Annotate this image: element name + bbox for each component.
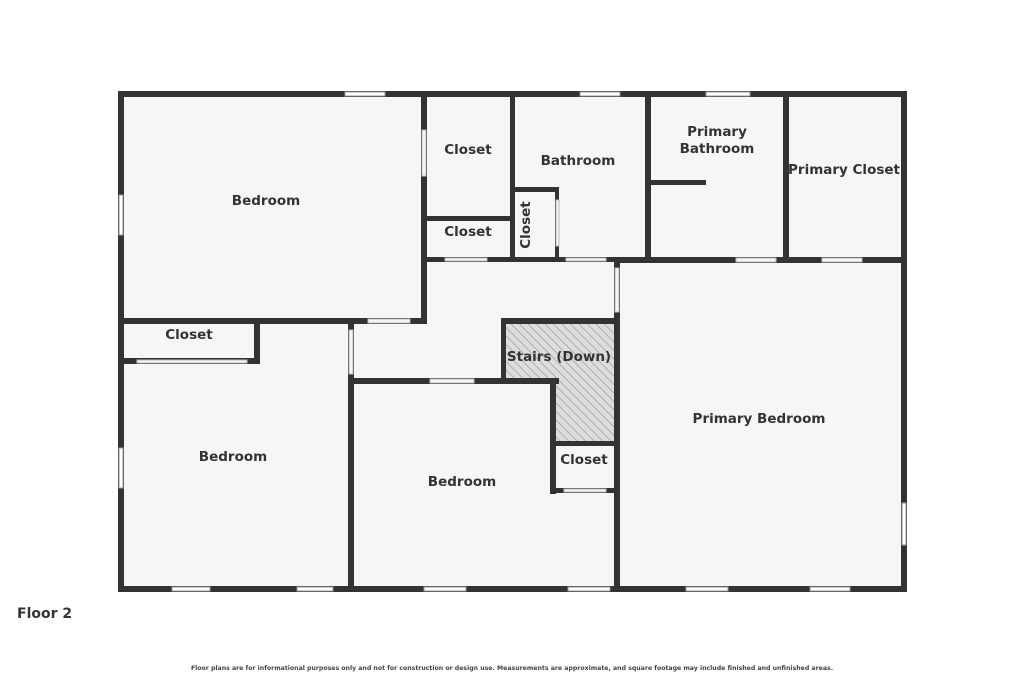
- room-label-closet-mid: Closet: [560, 452, 608, 468]
- room-label-bedroom-sw: Bedroom: [199, 449, 267, 465]
- room-label-closet-top: Closet: [444, 142, 492, 158]
- room-label-primary-closet: Primary Closet: [788, 162, 901, 178]
- room-label-bedroom-mid: Bedroom: [428, 474, 496, 490]
- room-label-closet-small: Closet: [444, 224, 492, 240]
- room-label-primary-bedroom: Primary Bedroom: [693, 411, 826, 427]
- room-label-primary-bathroom-line1: Primary: [687, 124, 747, 140]
- stairs-area: [505, 322, 614, 444]
- room-label-bathroom: Bathroom: [541, 153, 616, 169]
- room-label-closet-sw: Closet: [165, 327, 213, 343]
- disclaimer-text: Floor plans are for informational purpos…: [190, 665, 834, 672]
- room-label-closet-vertical: Closet: [518, 201, 534, 249]
- room-label-stairs: Stairs (Down): [507, 349, 611, 365]
- floor-label: Floor 2: [17, 606, 73, 622]
- windows: [118, 91, 907, 592]
- door-openings: [136, 129, 863, 493]
- room-label-primary-bathroom-line2: Bathroom: [680, 141, 755, 157]
- room-label-bedroom-nw: Bedroom: [232, 193, 300, 209]
